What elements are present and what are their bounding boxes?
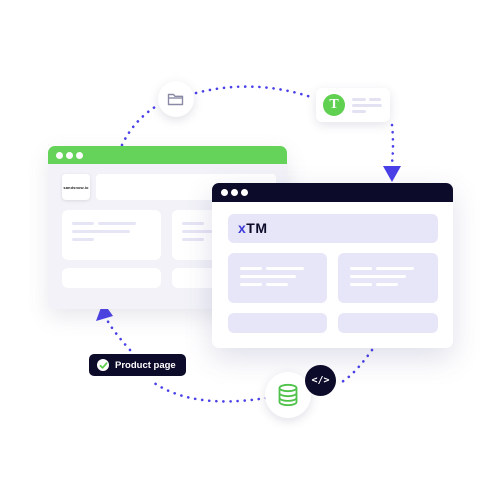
text-line [72, 230, 130, 233]
translation-text-card: T [316, 88, 390, 122]
code-icon-text: </> [311, 375, 330, 386]
check-mark [99, 361, 107, 369]
text-line [369, 98, 381, 101]
database-icon [278, 383, 298, 407]
text-line [352, 110, 366, 113]
text-line [182, 222, 204, 225]
content-bar [62, 268, 161, 288]
text-line [266, 283, 288, 286]
back-window-titlebar [48, 146, 287, 164]
arrow-icon [383, 166, 401, 182]
text-icon-letter: T [329, 97, 339, 112]
text-line [240, 267, 262, 270]
text-icon: T [323, 94, 345, 116]
cycle-path-bottom [148, 378, 268, 403]
cycle-path-top-left [120, 102, 162, 147]
text-line [72, 238, 94, 241]
text-line [350, 267, 372, 270]
text-line [266, 267, 304, 270]
text-line [72, 222, 94, 225]
front-window-titlebar [212, 183, 453, 202]
text-line [352, 104, 382, 107]
arrow-icon [96, 302, 113, 321]
cycle-path-left [104, 316, 132, 352]
content-bar [228, 313, 327, 333]
product-page-badge: Product page [89, 354, 186, 376]
text-line [376, 283, 398, 286]
window-dot [241, 189, 248, 196]
folder-icon [167, 93, 184, 106]
text-line [240, 283, 262, 286]
xtm-logo-suffix: TM [246, 220, 268, 236]
xtm-logo: xTM [238, 220, 268, 236]
xtm-logo-prefix: x [238, 220, 247, 236]
content-card [228, 253, 327, 303]
front-browser-window: xTM [212, 183, 453, 348]
window-dot [66, 152, 73, 159]
cycle-path-top [194, 85, 316, 100]
front-window-header [228, 214, 438, 243]
text-line [98, 222, 136, 225]
text-line [376, 267, 414, 270]
content-card [338, 253, 438, 303]
site-logo-text: sandsnow.io [63, 184, 89, 190]
window-dot [231, 189, 238, 196]
folder-node [158, 81, 194, 117]
cycle-path-right [390, 123, 395, 165]
window-dot [76, 152, 83, 159]
text-line [350, 275, 406, 278]
text-line [240, 275, 296, 278]
text-line [182, 238, 204, 241]
content-card [62, 210, 161, 260]
text-line [182, 230, 212, 233]
check-icon [97, 359, 109, 371]
product-page-label: Product page [115, 359, 176, 371]
content-bar [338, 313, 438, 333]
window-dot [221, 189, 228, 196]
code-icon: </> [305, 365, 336, 396]
window-dot [56, 152, 63, 159]
text-line [350, 283, 372, 286]
text-line [352, 98, 366, 101]
site-logo: sandsnow.io [62, 174, 90, 200]
cycle-path-bottom-right [336, 348, 374, 386]
database-node [265, 372, 311, 418]
